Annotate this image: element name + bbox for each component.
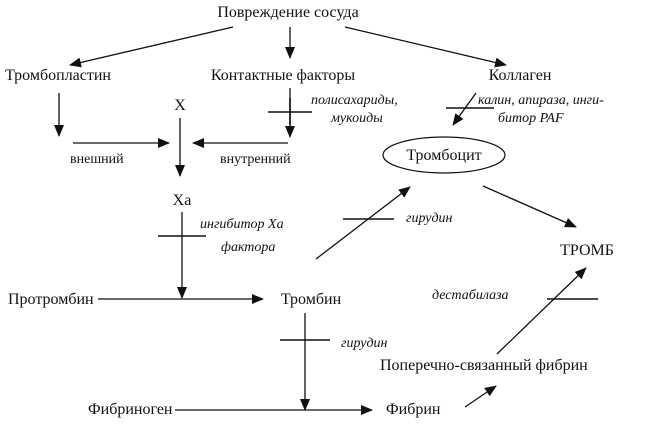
arrow-damage-to-collagen	[344, 26, 507, 68]
node-thrombin: Тромбин	[281, 291, 342, 308]
inhibitor-kalin-line2: битор PAF	[498, 111, 564, 126]
node-fibrin: Фибрин	[386, 401, 441, 418]
inhibitor-kalin-line1: калин, апираза, инги-	[478, 93, 604, 108]
node-thrombocyte: Тромбоцит	[406, 147, 481, 164]
node-vessel-damage: Повреждение сосуда	[217, 4, 358, 21]
inhibitor-xa-line2: фактора	[221, 240, 275, 255]
node-contact-factors: Контактные факторы	[211, 67, 356, 84]
node-thromboplastin: Тромбопластин	[5, 67, 111, 84]
inhibitor-xa-line1: ингибитор Xa	[200, 217, 284, 232]
node-crosslinked-fibrin: Поперечно-связанный фибрин	[380, 357, 588, 374]
inhibitor-polysaccharides-line2: мукоиды	[330, 111, 383, 126]
inhibitor-destabilase: дестабилаза	[432, 288, 509, 303]
arrow-fibrin-to-crosslinked	[464, 385, 497, 408]
inhibitor-polysaccharides-line1: полисахариды,	[311, 93, 398, 108]
arrow-thrombin-to-thrombocyte	[315, 186, 411, 260]
node-prothrombin: Протромбин	[8, 291, 94, 308]
inhibitor-hirudin-platelet: гирудин	[406, 211, 453, 226]
label-intrinsic: внутренний	[220, 152, 291, 167]
node-factor-xa: Xa	[173, 192, 192, 209]
node-fibrinogen: Фибриноген	[88, 401, 173, 418]
arrow-collagen-to-thrombocyte	[452, 92, 477, 126]
node-factor-x: X	[174, 97, 186, 114]
node-thrombus: ТРОМБ	[560, 242, 614, 259]
arrow-crosslinked-to-thrombus	[496, 267, 587, 355]
arrow-damage-to-thromboplastin	[69, 26, 234, 68]
thrombocyte-ellipse	[382, 136, 506, 174]
node-collagen: Коллаген	[489, 67, 552, 84]
arrow-thrombocyte-to-thrombus	[482, 185, 577, 228]
inhibitor-hirudin-thrombin: гирудин	[341, 336, 388, 351]
label-extrinsic: внешний	[70, 152, 124, 167]
